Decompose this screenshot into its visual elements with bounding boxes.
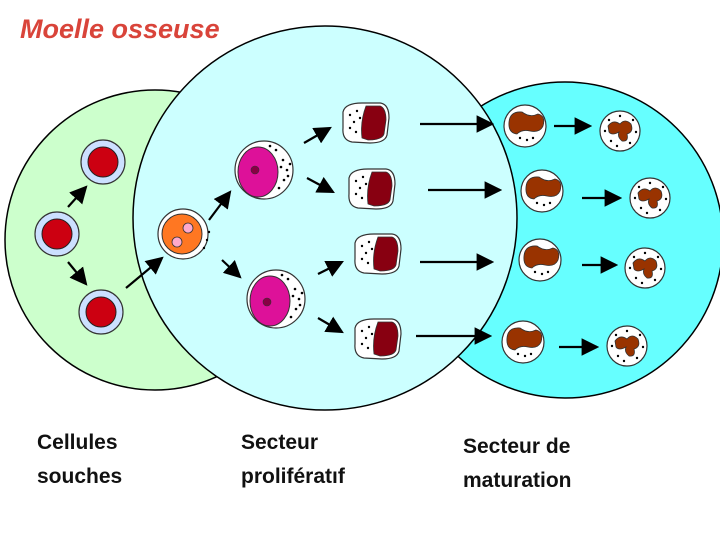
proliferative-zone [132, 25, 518, 411]
mature-neutrophil [599, 110, 641, 152]
promyelocyte [234, 140, 294, 200]
stem-cells-label: Cellules souches [37, 426, 122, 494]
myelocyte [354, 318, 402, 360]
proliferative-sector-label-line2: prolifératıf [241, 465, 345, 488]
metamyelocyte [501, 320, 545, 364]
stem-cells-label-line2: souches [37, 465, 123, 488]
blast-cell [157, 208, 211, 260]
proliferative-sector-label-line1: Secteur [241, 431, 319, 454]
stem-cells-label-line1: Cellules [37, 431, 118, 454]
metamyelocyte [518, 238, 562, 282]
maturation-sector-label-line1: Secteur de [463, 435, 571, 458]
mature-neutrophil [624, 247, 666, 289]
stem-cell [78, 289, 124, 335]
stem-cell [34, 211, 80, 257]
maturation-sector-label: Secteur de maturation [463, 430, 572, 498]
mature-neutrophil [629, 177, 671, 219]
proliferative-sector-label: Secteur prolifératıf [241, 426, 345, 494]
page-title: Moelle osseuse [20, 14, 220, 44]
myelocyte [348, 168, 396, 210]
stem-cell [80, 139, 126, 185]
metamyelocyte [520, 169, 564, 213]
myelocyte [354, 233, 402, 275]
mature-neutrophil [606, 325, 648, 367]
myelocyte [342, 102, 390, 144]
maturation-sector-label-line2: maturation [463, 469, 572, 492]
differentiation-arrows [67, 115, 623, 356]
promyelocyte [246, 269, 306, 329]
metamyelocyte [503, 104, 547, 148]
